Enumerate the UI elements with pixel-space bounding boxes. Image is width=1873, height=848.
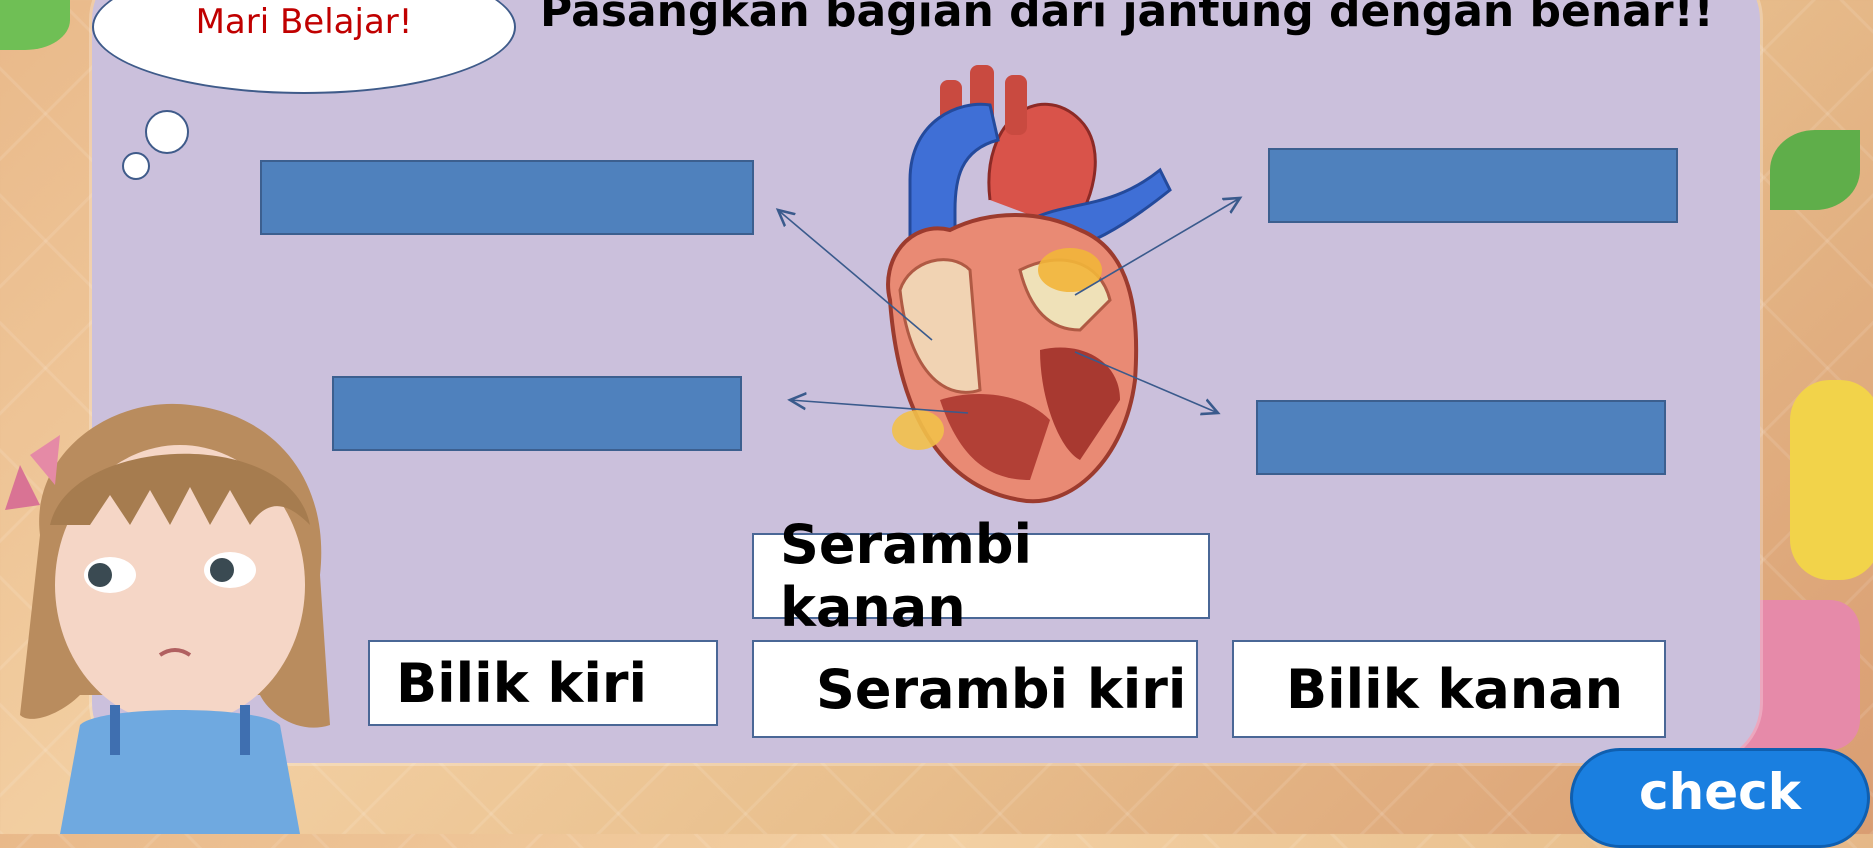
- label-text: Bilik kiri: [396, 651, 647, 715]
- drop-target-bottom-left[interactable]: [332, 376, 742, 451]
- background-pillow: [1790, 380, 1873, 580]
- bubble-dot-large: [145, 110, 189, 154]
- label-serambi-kanan[interactable]: Serambi kanan: [752, 513, 1210, 639]
- heart-anatomy-image: [886, 65, 1172, 504]
- drop-target-top-left[interactable]: [260, 160, 754, 235]
- drop-target-bottom-right[interactable]: [1256, 400, 1666, 475]
- label-text: Bilik kanan: [1286, 657, 1624, 721]
- check-button[interactable]: check: [1570, 748, 1870, 848]
- drop-target-top-right[interactable]: [1268, 148, 1678, 223]
- background-leaf: [1770, 130, 1860, 210]
- bubble-text: Mari Belajar!: [195, 2, 413, 42]
- label-text: Serambi kanan: [780, 513, 1033, 639]
- label-text: Serambi kiri: [816, 657, 1187, 721]
- background-leaf: [0, 0, 70, 50]
- girl-character-image: [5, 403, 330, 834]
- page-title: Pasangkan bagian dari jantung dengan ben…: [540, 0, 1714, 37]
- label-bilik-kanan[interactable]: Bilik kanan: [1232, 640, 1666, 738]
- label-serambi-kiri[interactable]: Serambi kiri: [752, 640, 1198, 738]
- check-button-label: check: [1638, 763, 1802, 821]
- label-bilik-kiri[interactable]: Bilik kiri: [368, 640, 718, 726]
- bubble-dot-small: [122, 152, 150, 180]
